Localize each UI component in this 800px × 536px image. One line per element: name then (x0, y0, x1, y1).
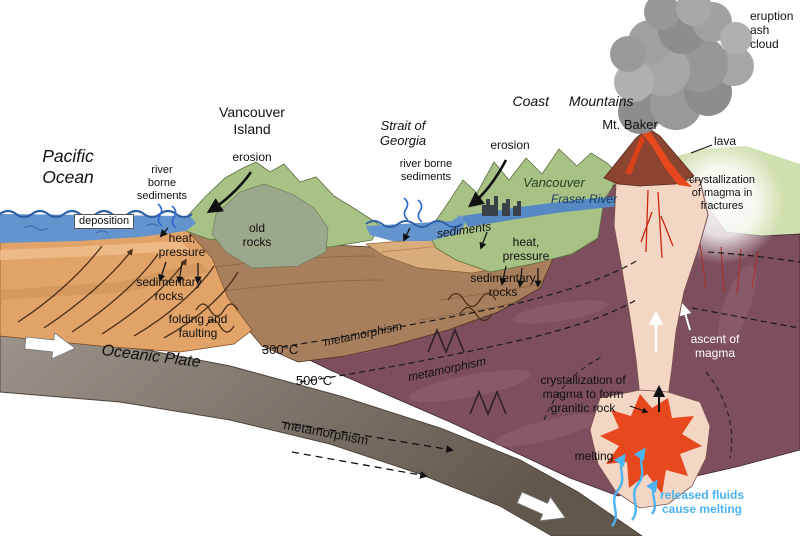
erosion-arrow-right (467, 159, 508, 208)
granitic-body-outline (543, 355, 733, 459)
plate-motion-arrow-right (516, 491, 566, 522)
erosion-arrow-left (206, 171, 253, 214)
strait-of-georgia-water (366, 215, 466, 241)
plate-motion-arrow-left (24, 332, 76, 360)
lava-flow-left (625, 135, 645, 175)
sediments-arrow (479, 231, 488, 250)
strait-wave-line (365, 220, 463, 228)
metamorphic-fold-zigzags (427, 327, 507, 417)
eruption-ash-cloud-shape (610, 0, 754, 134)
released-fluids-arrows (611, 447, 658, 527)
river-sediment-flow-left (157, 203, 177, 238)
wedge-dark-band (0, 262, 208, 300)
fold-lines-right (447, 292, 497, 322)
oceanic-plate-slab (0, 329, 643, 536)
isotherm-300-line (261, 251, 800, 351)
fold-lines-left (195, 303, 239, 333)
old-rocks-core (211, 183, 329, 269)
isotherm-500-line (299, 299, 800, 383)
river-sediment-flow-right (403, 197, 423, 242)
granitic-pointer-line (629, 405, 649, 414)
wedge-light-band (0, 241, 190, 260)
fraser-river-water (462, 194, 652, 227)
metamorphism-flow-arrows (281, 421, 454, 479)
fracture-dikes (699, 243, 759, 295)
magma-conduit (613, 179, 709, 399)
lava-pointer-line (690, 144, 713, 154)
heat-pressure-arrows-right (499, 265, 542, 288)
thrust-fault-lines (17, 245, 239, 339)
lava-flow (642, 128, 692, 187)
heat-pressure-arrows-left (158, 261, 202, 284)
magma-chamber (600, 394, 702, 494)
ocean-ripples (23, 223, 159, 234)
vancouver-city-skyline (482, 196, 521, 216)
magma-dike-lines (640, 189, 674, 259)
magma-ascent-arrows (648, 303, 692, 412)
